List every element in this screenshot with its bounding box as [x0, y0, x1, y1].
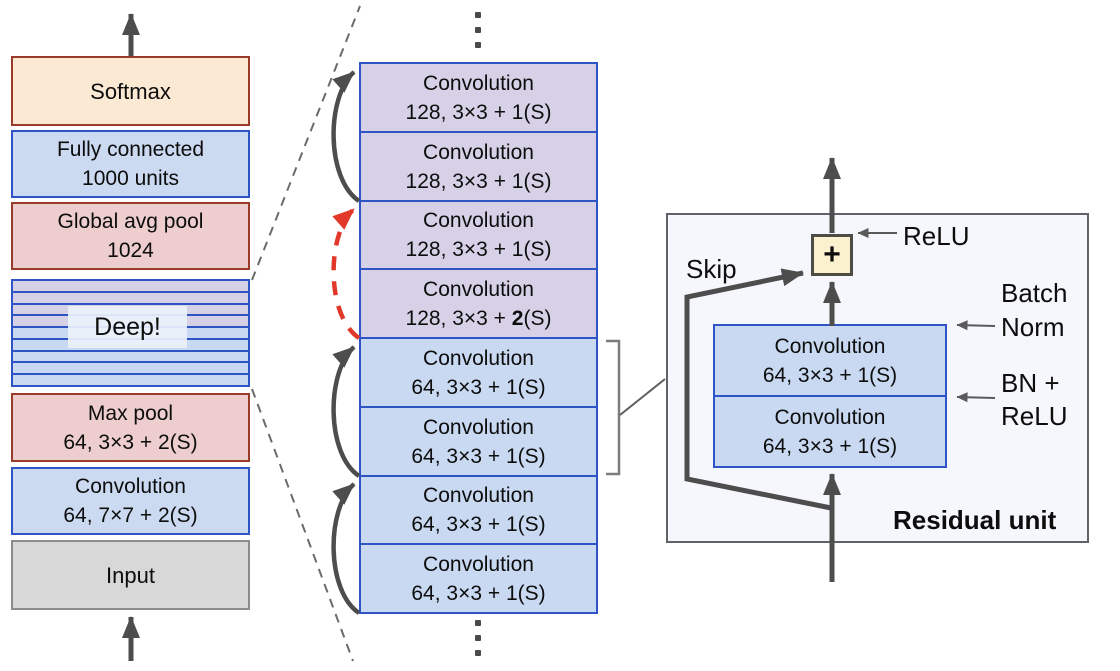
- conv-64-box-2: Convolution 64, 3×3 + 1(S): [359, 406, 598, 477]
- skip-label: Skip: [686, 254, 737, 284]
- conv-layer-label: Convolution: [423, 484, 534, 507]
- conv-layer-params: 64, 3×3 + 1(S): [762, 363, 898, 387]
- conv-layer-params: 64, 3×3 + 1(S): [411, 581, 546, 605]
- bracket-connector: [619, 378, 666, 416]
- residual-conv-box-2: Convolution 64, 3×3 + 1(S): [713, 395, 947, 468]
- conv-layer-label: Convolution: [423, 552, 534, 576]
- batch-norm-label: Batch Norm: [1001, 278, 1068, 342]
- softmax-label: Softmax: [90, 78, 171, 104]
- deep-stripe: [13, 292, 248, 305]
- skip-arc-1: [331, 70, 361, 203]
- max-pool-box: Max pool 64, 3×3 + 2(S): [11, 393, 250, 462]
- conv-layer-params: 128, 3×3 + 2(S): [406, 304, 552, 333]
- relu-label: ReLU: [903, 221, 970, 251]
- zoom-guide-top: [251, 5, 361, 281]
- softmax-box: Softmax: [11, 56, 250, 126]
- conv-layer-params: 64, 3×3 + 1(S): [411, 444, 546, 468]
- conv-layer-label: Convolution: [423, 346, 534, 370]
- global-avg-pool-size: 1024: [107, 239, 154, 262]
- conv-layer-params: 128, 3×3 + 1(S): [405, 238, 552, 261]
- deep-stripe: [13, 363, 248, 376]
- params-prefix: 128, 3×3 +: [405, 306, 512, 330]
- bn-relu-label: BN + ReLU: [1001, 368, 1068, 431]
- conv-128-box-2: Convolution 128, 3×3 + 1(S): [359, 131, 598, 202]
- conv-layer-params: 64, 3×3 + 1(S): [411, 513, 546, 536]
- deep-stripe: [13, 375, 248, 386]
- conv-layer-label: Convolution: [423, 209, 534, 232]
- conv-128-stride2-box: Convolution 128, 3×3 + 2(S): [359, 268, 598, 339]
- stride-bold: 2: [511, 306, 524, 330]
- ellipsis-bottom: [475, 620, 481, 656]
- conv-layer-label: Convolution: [423, 140, 534, 164]
- deep-stripe: [13, 281, 248, 293]
- add-node: +: [811, 234, 853, 276]
- conv-layer-params: 128, 3×3 + 1(S): [405, 169, 552, 193]
- residual-pair-bracket: [606, 339, 621, 476]
- deep-label: Deep!: [68, 306, 187, 348]
- skip-arc-2: [331, 345, 361, 478]
- convolution-params: 64, 7×7 + 2(S): [63, 504, 198, 527]
- skip-arc-dashed-red: [331, 207, 361, 340]
- conv-layer-label: Convolution: [423, 415, 534, 439]
- params-suffix: (S): [523, 306, 552, 330]
- convolution-label: Convolution: [75, 475, 186, 498]
- conv-64-box-1: Convolution 64, 3×3 + 1(S): [359, 337, 598, 408]
- residual-unit-title: Residual unit: [893, 505, 1057, 535]
- conv-layer-label: Convolution: [774, 334, 886, 358]
- conv-layer-label: Convolution: [774, 405, 886, 429]
- max-pool-label: Max pool: [87, 401, 174, 425]
- skip-arc-3: [331, 482, 361, 615]
- global-avg-pool-label: Global avg pool: [57, 210, 204, 233]
- conv-128-box-1: Convolution 128, 3×3 + 1(S): [359, 62, 598, 133]
- input-label: Input: [106, 562, 155, 588]
- conv-layer-params: 128, 3×3 + 1(S): [405, 100, 552, 124]
- conv-layer-params: 64, 3×3 + 1(S): [411, 375, 546, 399]
- fully-connected-box: Fully connected 1000 units: [11, 130, 250, 198]
- residual-conv-box-1: Convolution 64, 3×3 + 1(S): [713, 324, 947, 397]
- input-box: Input: [11, 540, 250, 610]
- conv-layer-label: Convolution: [423, 277, 534, 301]
- conv-layer-label: Convolution: [423, 71, 534, 95]
- conv-64-box-4: Convolution 64, 3×3 + 1(S): [359, 543, 598, 614]
- global-avg-pool-box: Global avg pool 1024: [11, 202, 250, 270]
- max-pool-params: 64, 3×3 + 2(S): [63, 430, 198, 454]
- conv-64-box-3: Convolution 64, 3×3 + 1(S): [359, 475, 598, 545]
- convolution-box: Convolution 64, 7×7 + 2(S): [11, 467, 250, 535]
- fully-connected-label: Fully connected: [56, 138, 205, 161]
- fully-connected-units: 1000 units: [82, 167, 179, 190]
- zoom-guide-bottom: [251, 388, 354, 662]
- conv-layer-params: 64, 3×3 + 1(S): [762, 434, 898, 458]
- conv-128-box-3: Convolution 128, 3×3 + 1(S): [359, 200, 598, 270]
- deep-stripe: [13, 351, 248, 364]
- ellipsis-top: [475, 12, 481, 48]
